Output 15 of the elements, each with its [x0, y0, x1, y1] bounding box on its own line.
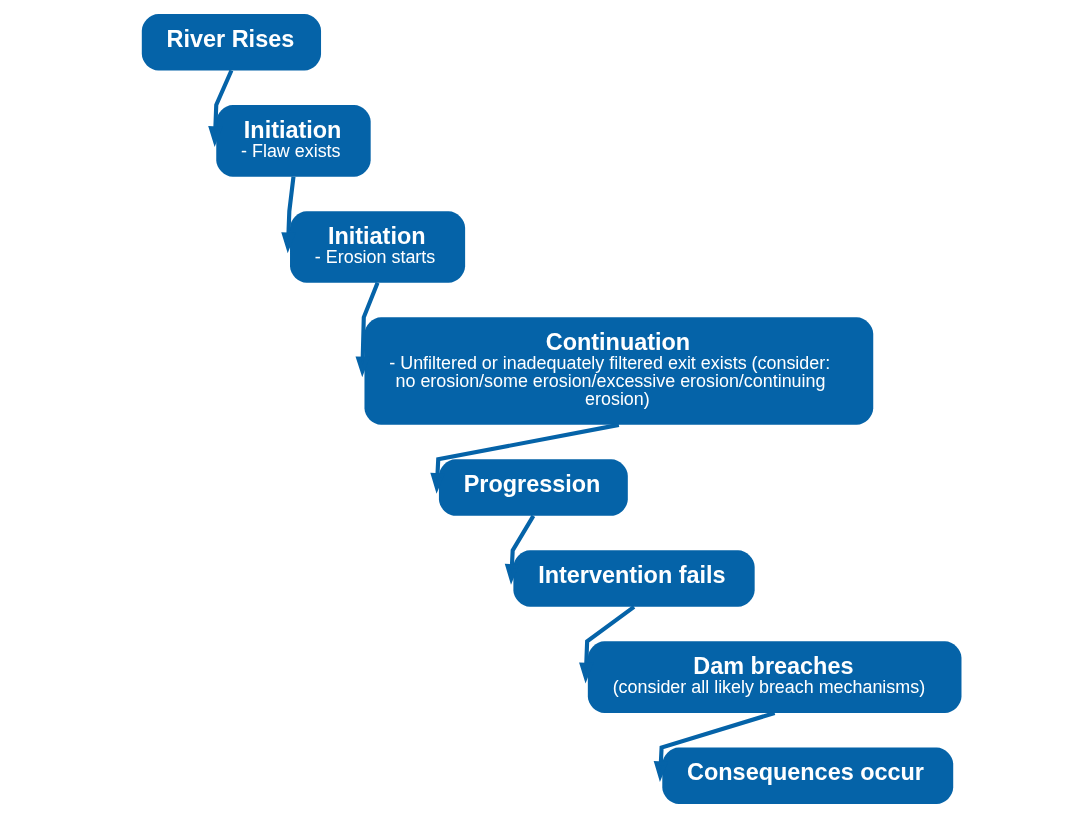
arrow — [208, 69, 234, 148]
arrow — [579, 605, 636, 684]
node-box: Continuation - Unfiltered or inadequately filtered exit exists (consider: no erosion/some erosion/excessive erosion/continuing erosion) — [364, 317, 874, 425]
node-box: Initiation - Erosion starts — [290, 211, 466, 283]
node-box: Initiation - Flaw exists — [216, 105, 371, 177]
node-box: Intervention fails — [513, 550, 755, 607]
node-box: Dam breaches (consider all likely breach mechanisms) — [587, 641, 962, 713]
arrow — [281, 176, 296, 254]
arrow — [504, 514, 536, 585]
node-box: Consequences occur — [662, 747, 954, 804]
arrow — [430, 422, 620, 494]
arrow — [653, 711, 776, 782]
node-box: River Rises — [141, 14, 322, 71]
node-box: Progression — [438, 459, 628, 516]
arrow — [355, 282, 380, 378]
